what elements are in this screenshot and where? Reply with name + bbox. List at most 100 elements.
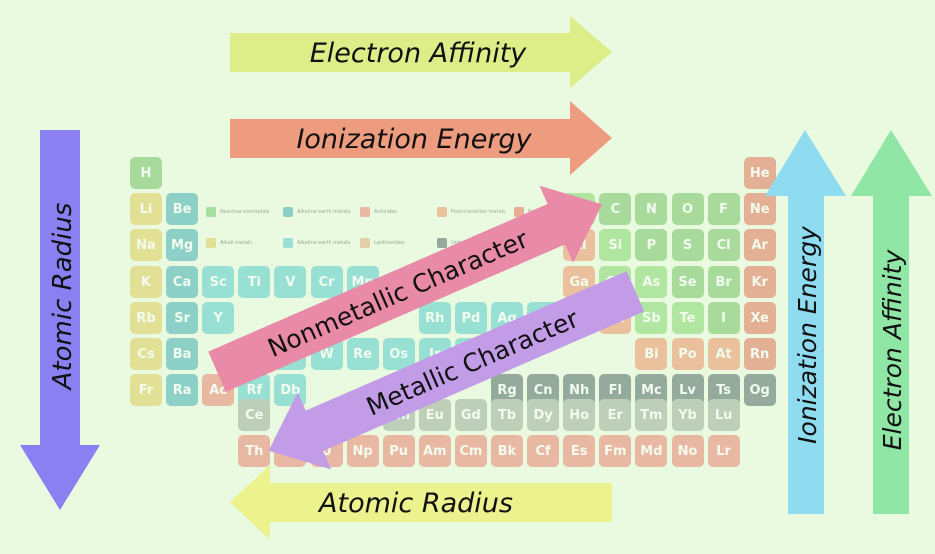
legend-item: Actinides bbox=[360, 207, 397, 217]
element-cell-es: Es bbox=[563, 435, 596, 467]
element-cell-mg: Mg bbox=[166, 229, 199, 262]
element-symbol: Bi bbox=[644, 347, 659, 362]
element-cell-si: Si bbox=[599, 229, 632, 262]
element-symbol: He bbox=[749, 166, 770, 181]
element-symbol: Li bbox=[139, 202, 153, 218]
element-symbol: S bbox=[682, 238, 693, 254]
element-symbol: Sr bbox=[174, 310, 190, 326]
element-cell-os: Os bbox=[382, 338, 415, 370]
element-symbol: At bbox=[715, 347, 732, 362]
element-cell-yb: Yb bbox=[671, 399, 704, 431]
element-cell-xe: Xe bbox=[743, 301, 776, 334]
element-symbol: Lv bbox=[679, 383, 696, 399]
element-symbol: Lu bbox=[714, 408, 733, 423]
element-cell-sc: Sc bbox=[202, 265, 235, 298]
arrow-atomic-radius-left: Atomic Radius bbox=[20, 130, 100, 510]
element-cell-eu: Eu bbox=[418, 399, 451, 431]
legend-swatch bbox=[283, 238, 293, 248]
element-symbol: Cn bbox=[533, 383, 553, 399]
element-symbol: Np bbox=[352, 444, 373, 459]
arrow-ionization-energy-right: Ionization Energy bbox=[765, 130, 846, 514]
legend-item: Alkaline earth metals bbox=[283, 207, 350, 217]
element-cell-re: Re bbox=[346, 338, 379, 370]
element-cell-pd: Pd bbox=[454, 301, 487, 334]
element-cell-br: Br bbox=[707, 265, 740, 298]
element-cell-po: Po bbox=[671, 338, 704, 370]
element-symbol: Ac bbox=[209, 383, 228, 399]
element-cell-th: Th bbox=[238, 435, 271, 467]
element-symbol: Na bbox=[136, 238, 156, 254]
element-symbol: Nh bbox=[569, 383, 590, 399]
element-symbol: As bbox=[642, 274, 661, 290]
element-cell-tm: Tm bbox=[635, 399, 668, 431]
element-symbol: Pd bbox=[461, 310, 481, 326]
legend-item: Alkali metals bbox=[206, 238, 252, 248]
element-cell-cr: Cr bbox=[310, 265, 343, 298]
element-cell-ba: Ba bbox=[166, 338, 199, 370]
element-cell-lu: Lu bbox=[707, 399, 740, 431]
element-cell-ts: Ts bbox=[707, 374, 740, 407]
element-symbol: Th bbox=[245, 444, 264, 459]
element-symbol: Bk bbox=[497, 444, 517, 459]
legend-swatch bbox=[206, 238, 216, 248]
element-symbol: Ar bbox=[751, 238, 768, 254]
element-symbol: Si bbox=[608, 238, 623, 254]
element-symbol: Tm bbox=[640, 408, 663, 423]
element-cell-s: S bbox=[671, 229, 704, 262]
element-cell-am: Am bbox=[418, 435, 451, 467]
element-symbol: Fm bbox=[604, 444, 627, 459]
legend-item: Alkaline earth metals bbox=[283, 238, 350, 248]
element-cell-og: Og bbox=[743, 374, 776, 407]
arrow-label-atomic-radius-bottom: Atomic Radius bbox=[317, 488, 513, 519]
element-symbol: Ts bbox=[716, 383, 732, 399]
element-cell-pu: Pu bbox=[382, 435, 415, 467]
element-cell-bi: Bi bbox=[635, 338, 668, 370]
legend-label: Alkaline earth metals bbox=[297, 209, 351, 215]
arrow-label-ionization-energy-top: Ionization Energy bbox=[296, 124, 532, 155]
element-cell-lr: Lr bbox=[707, 435, 740, 467]
arrow-label-atomic-radius-left: Atomic Radius bbox=[48, 203, 78, 392]
legend-label: Reactive nonmetals bbox=[220, 209, 270, 215]
element-cell-cm: Cm bbox=[454, 435, 487, 467]
element-symbol: Ca bbox=[172, 274, 192, 290]
element-symbol: Cf bbox=[535, 444, 551, 459]
element-cell-rg: Rg bbox=[491, 374, 523, 407]
element-cell-ne: Ne bbox=[743, 193, 776, 226]
element-cell-ca: Ca bbox=[166, 265, 199, 298]
element-symbol: Po bbox=[678, 347, 697, 362]
element-cell-ti: Ti bbox=[238, 265, 271, 298]
element-cell-dy: Dy bbox=[527, 399, 560, 431]
element-symbol: No bbox=[677, 444, 698, 459]
legend-swatch bbox=[437, 207, 447, 217]
element-symbol: W bbox=[319, 347, 334, 362]
element-symbol: Mc bbox=[641, 383, 662, 399]
legend-label: Post-transition metals bbox=[451, 209, 506, 215]
element-cell-i: I bbox=[707, 301, 740, 334]
element-symbol: C bbox=[610, 202, 621, 218]
element-cell-k: K bbox=[130, 265, 162, 298]
element-cell-er: Er bbox=[599, 399, 632, 431]
element-symbol: Db bbox=[280, 383, 301, 399]
element-symbol: Y bbox=[213, 310, 223, 326]
element-cell-he: He bbox=[743, 157, 776, 189]
element-symbol: Br bbox=[715, 274, 732, 290]
element-symbol: Rg bbox=[497, 383, 517, 399]
element-cell-ce: Ce bbox=[238, 399, 271, 431]
legend-item: Post-transition metals bbox=[437, 207, 506, 217]
element-cell-ar: Ar bbox=[743, 229, 776, 262]
element-symbol: Cl bbox=[716, 238, 731, 254]
element-cell-lv: Lv bbox=[671, 374, 704, 407]
element-cell-cl: Cl bbox=[707, 229, 740, 262]
element-symbol: Cr bbox=[318, 274, 335, 290]
element-symbol: Og bbox=[749, 383, 770, 399]
arrow-ionization-energy-top: Ionization Energy bbox=[230, 101, 612, 175]
element-cell-be: Be bbox=[166, 193, 199, 226]
element-symbol: U bbox=[321, 444, 332, 459]
element-symbol: Md bbox=[640, 444, 663, 459]
element-symbol: Rb bbox=[136, 310, 156, 326]
element-symbol: Sb bbox=[642, 310, 661, 326]
element-symbol: Se bbox=[678, 274, 697, 290]
element-cell-te: Te bbox=[671, 301, 704, 334]
element-cell-cs: Cs bbox=[130, 338, 162, 370]
